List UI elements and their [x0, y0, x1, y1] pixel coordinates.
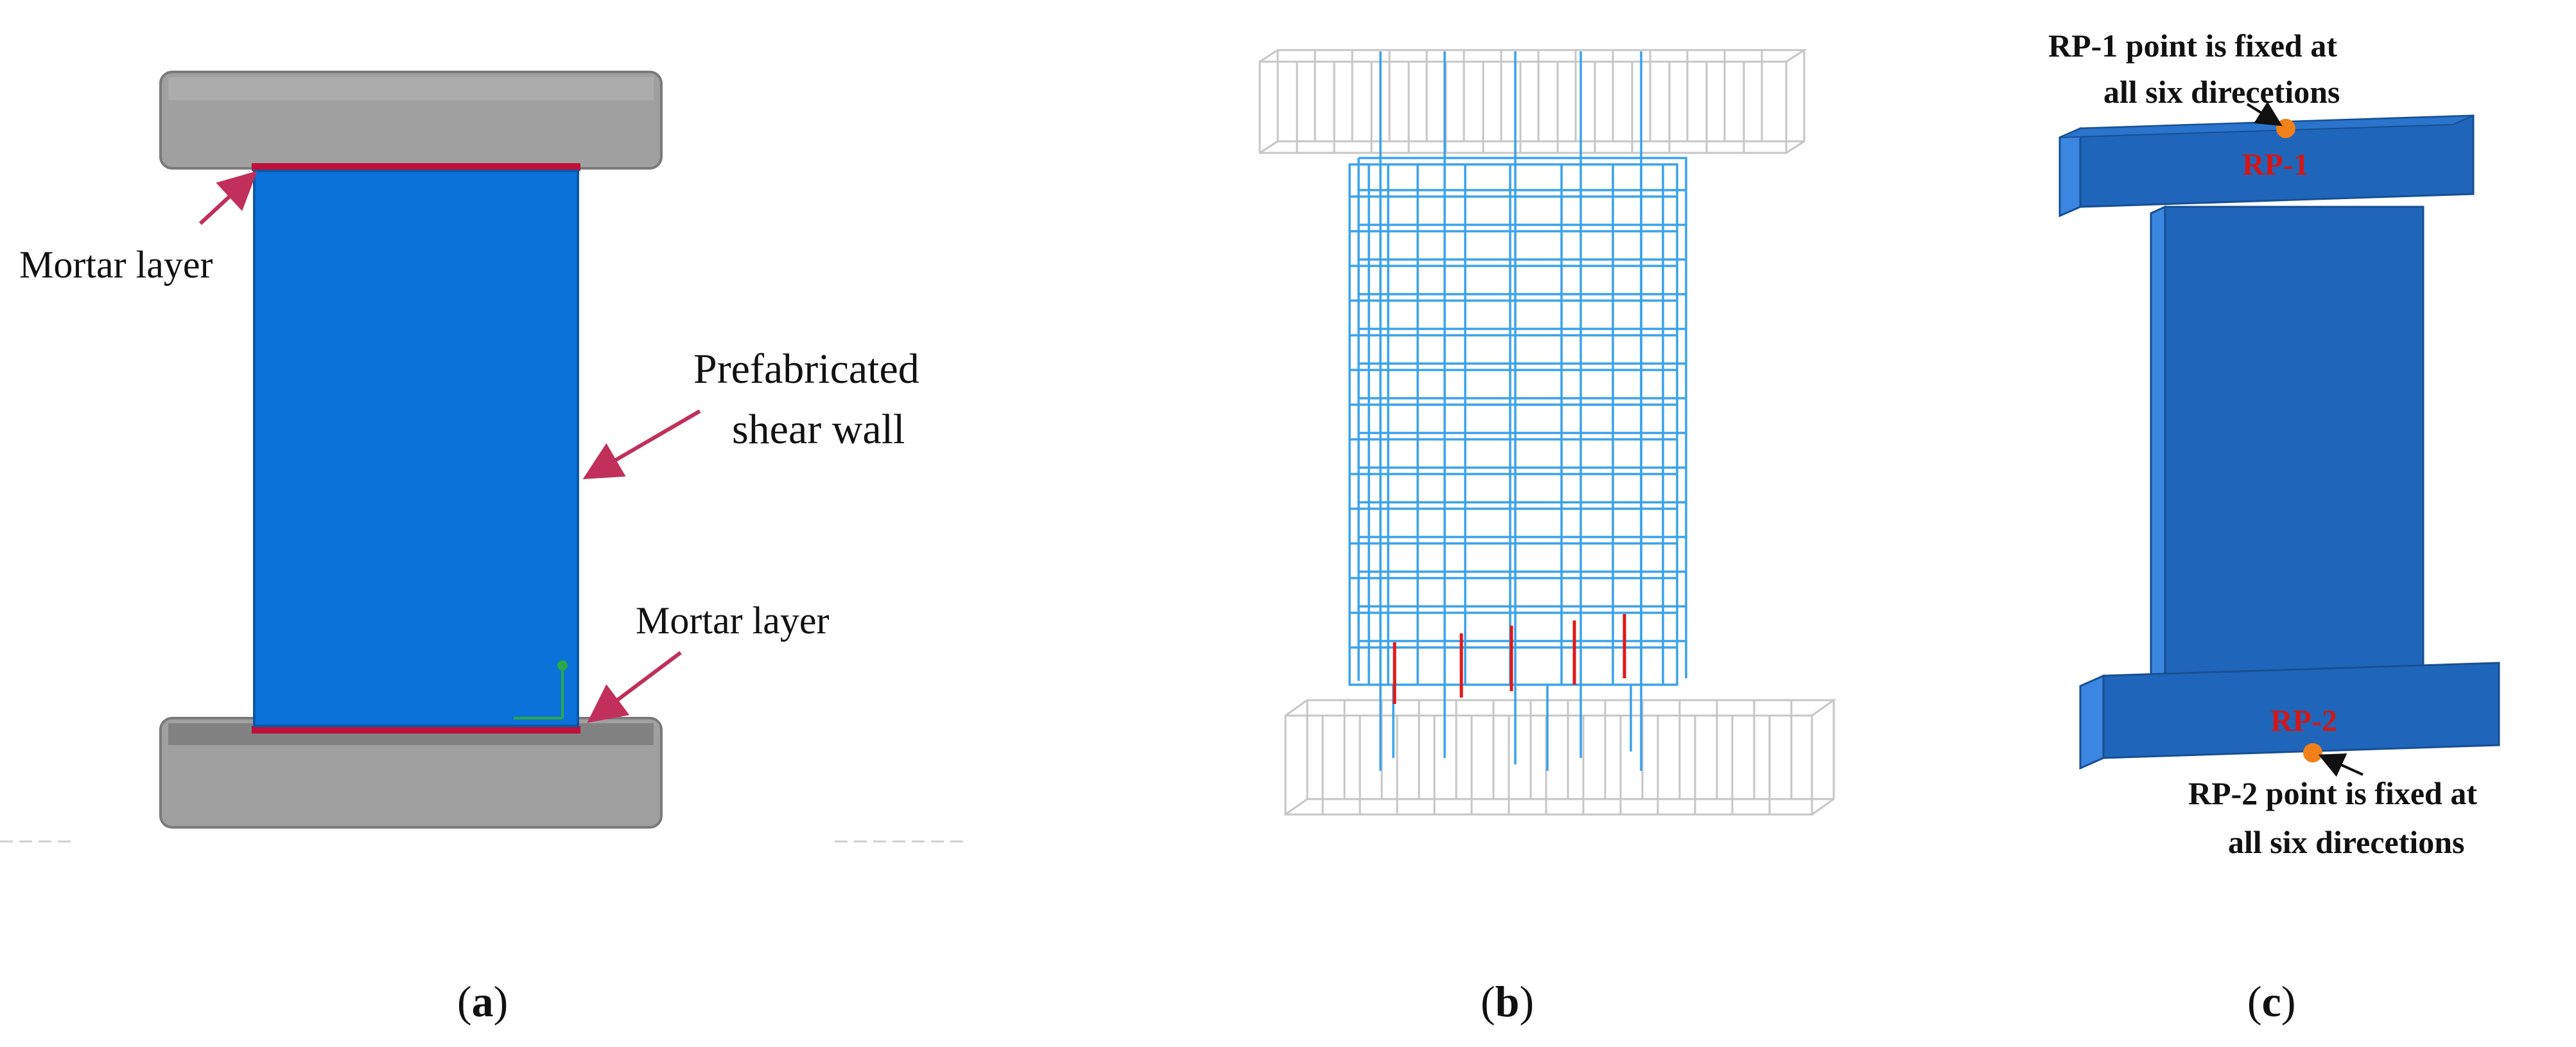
bottom-beam-cage: [1284, 699, 1837, 816]
caption-a: (a): [457, 977, 508, 1026]
wall-solid: [2150, 205, 2424, 688]
arrow-rp-1: [2246, 101, 2283, 127]
rp-1-label: RP-1: [2242, 148, 2309, 182]
wall-rebar-grid: [1348, 51, 1687, 771]
caption-c: (c): [2247, 977, 2296, 1026]
mortar-layer-top: [252, 163, 580, 171]
rp-1-note-line1: RP-1 point is fixed at: [2048, 28, 2337, 64]
label-shear-wall-line2: shear wall: [732, 406, 905, 453]
arrow-rp-2: [2318, 753, 2363, 777]
axis-triad-icon: [514, 660, 568, 719]
rp-1-point: [2276, 119, 2295, 138]
panel-c: RP-1 RP-2 RP-1 point is fixed at all six…: [2048, 28, 2500, 860]
label-mortar-layer-bottom: Mortar layer: [636, 599, 830, 642]
panel-b: [1258, 49, 1837, 816]
rp-2-note-line2: all six direcetions: [2228, 824, 2465, 860]
panel-a: Mortar layer Prefabricated shear wall Mo…: [0, 71, 963, 843]
top-beam-cage: [1258, 49, 1808, 154]
svg-text:(a): (a): [457, 977, 508, 1026]
label-shear-wall-line1: Prefabricated: [693, 346, 919, 392]
mortar-layer-bottom: [252, 726, 580, 734]
label-mortar-layer-top: Mortar layer: [19, 243, 213, 286]
rp-2-point: [2303, 743, 2322, 762]
rp-2-note-line1: RP-2 point is fixed at: [2188, 775, 2477, 811]
caption-c-letter: c: [2262, 977, 2281, 1026]
svg-text:(c): (c): [2247, 977, 2296, 1026]
caption-b-letter: b: [1495, 977, 1520, 1026]
rp-2-label: RP-2: [2270, 704, 2337, 738]
arrow-mortar-top: [198, 170, 257, 225]
bottom-beam-solid: [2079, 662, 2500, 770]
top-beam-solid: [2058, 114, 2475, 218]
caption-b: (b): [1481, 977, 1534, 1026]
svg-text:(b): (b): [1481, 977, 1534, 1026]
arrow-mortar-bottom: [587, 651, 682, 723]
caption-a-letter: a: [472, 977, 494, 1026]
dowel-bars: [1393, 614, 1626, 704]
rp-1-note-line2: all six direcetions: [2103, 74, 2340, 110]
arrow-shear-wall: [582, 409, 701, 480]
prefabricated-shear-wall: [253, 170, 579, 727]
